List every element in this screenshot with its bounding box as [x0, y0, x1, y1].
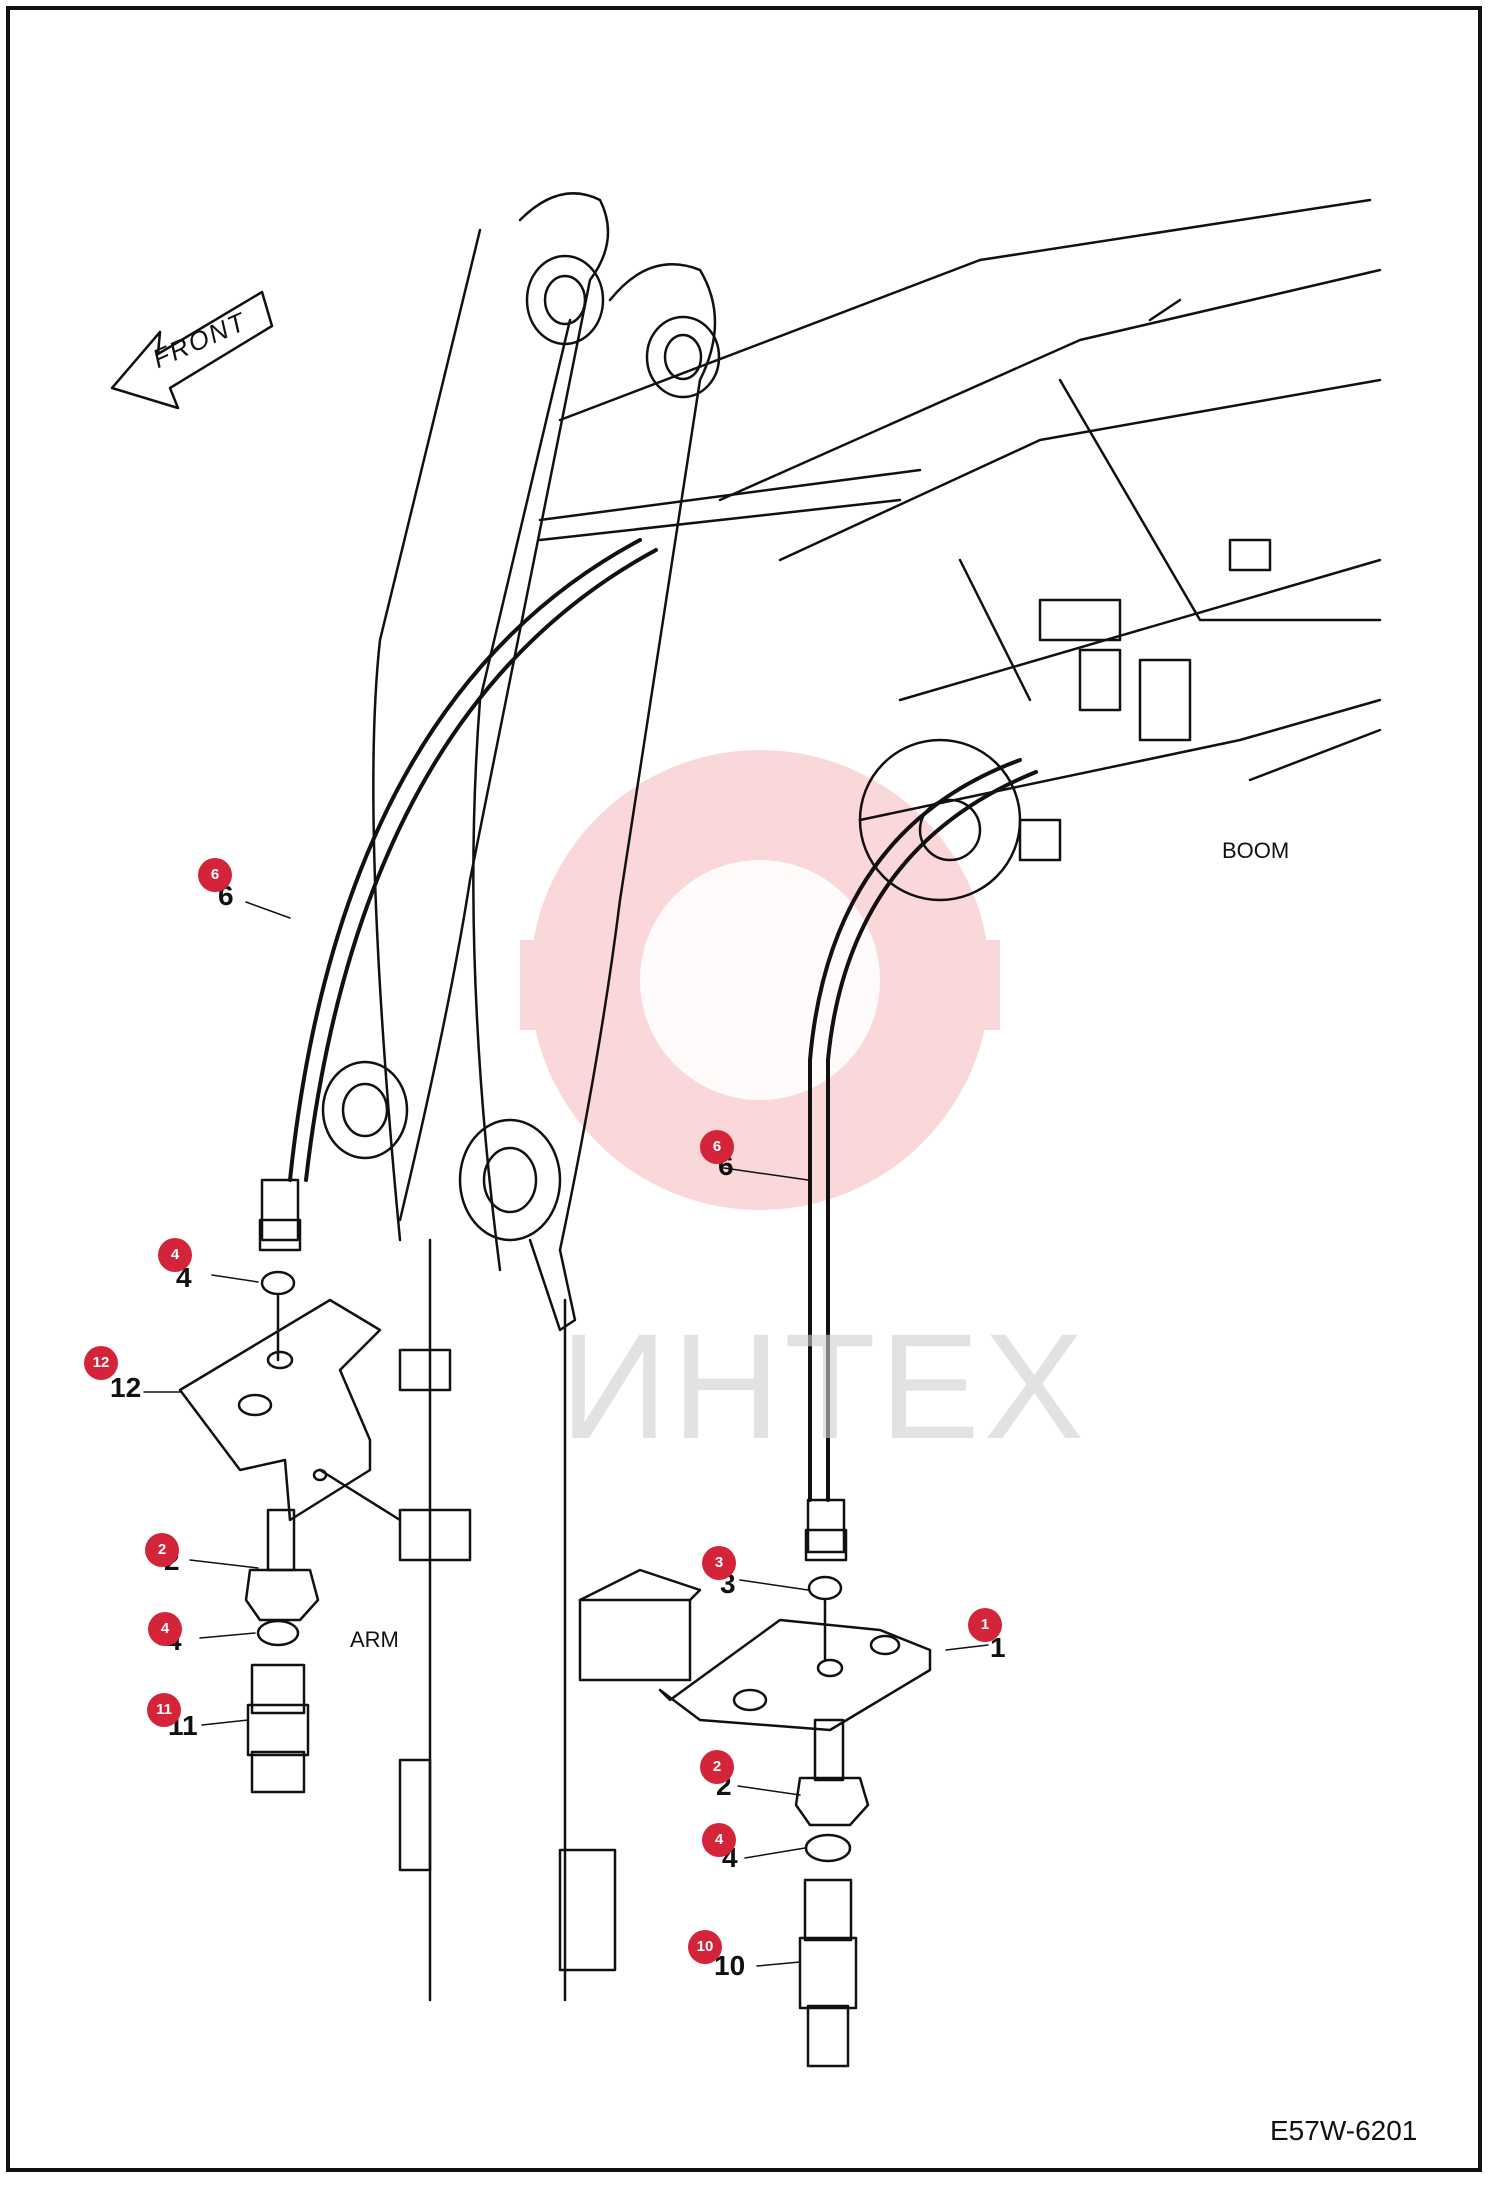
callout-2-left[interactable]: 2	[145, 1533, 179, 1567]
callout-1[interactable]: 1	[968, 1608, 1002, 1642]
front-arrow-icon	[110, 290, 274, 410]
right-assembly	[578, 1568, 932, 2068]
arm-label: ARM	[350, 1627, 399, 1652]
callout-6-right[interactable]: 6	[700, 1130, 734, 1164]
callout-3[interactable]: 3	[702, 1546, 736, 1580]
hose-right	[804, 758, 1038, 1562]
callout-10[interactable]: 10	[688, 1930, 722, 1964]
callout-6-left[interactable]: 6	[198, 858, 232, 892]
boom-label: BOOM	[1222, 838, 1290, 863]
left-assembly	[178, 1270, 472, 1794]
callout-2-right[interactable]: 2	[700, 1750, 734, 1784]
hose-left	[258, 538, 658, 1252]
leader-lines	[143, 901, 989, 1967]
callout-11[interactable]: 11	[147, 1693, 181, 1727]
callout-4-nut[interactable]: 4	[158, 1238, 192, 1272]
callout-12[interactable]: 12	[84, 1346, 118, 1380]
callout-4-oring-right[interactable]: 4	[702, 1823, 736, 1857]
part-number-1: 1	[990, 1632, 1006, 1663]
drawing-code: E57W-6201	[1270, 2115, 1418, 2146]
watermark-text: ИНТЕХ	[560, 1302, 1088, 1470]
arm-structure	[321, 192, 922, 2002]
part-number-12: 12	[110, 1372, 142, 1403]
callout-4-oring-left[interactable]: 4	[148, 1612, 182, 1646]
